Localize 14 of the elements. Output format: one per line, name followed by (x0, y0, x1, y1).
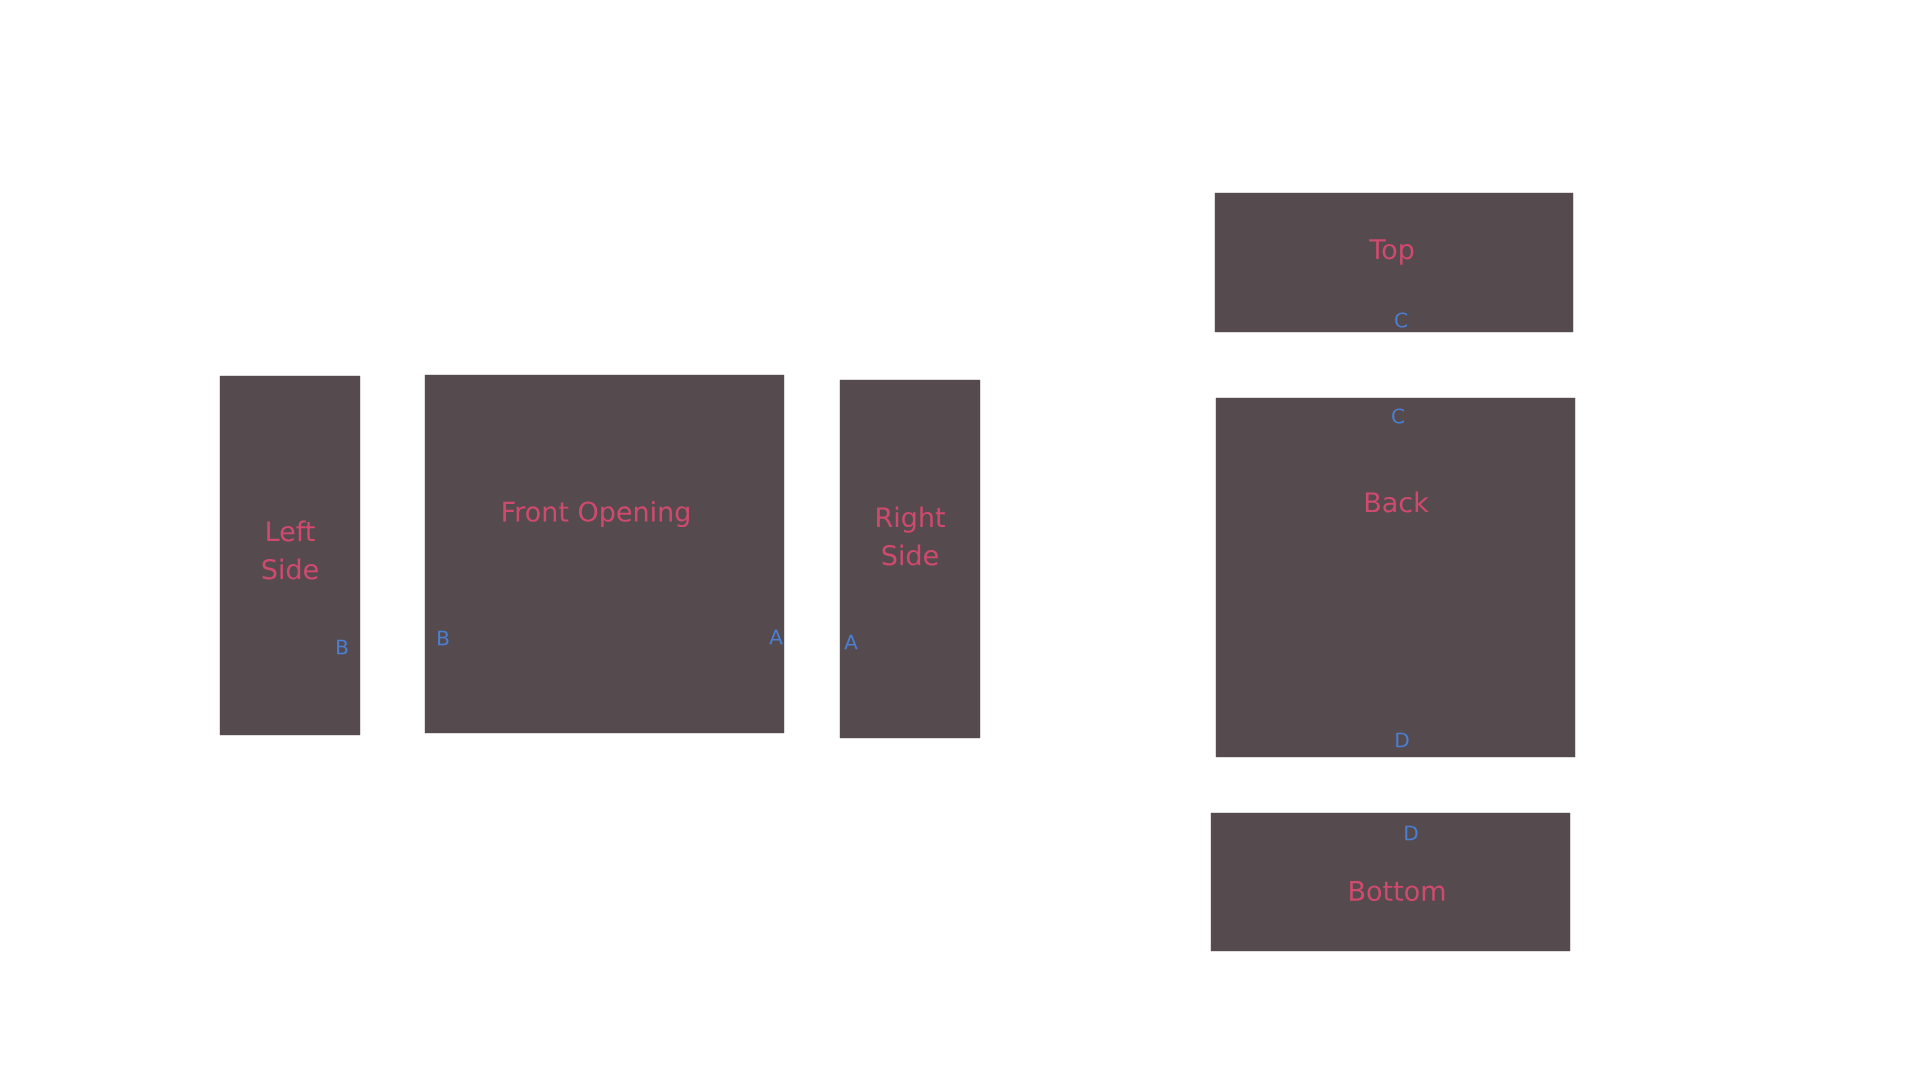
panel-label: Left Side (262, 520, 318, 580)
joint-letter: B (438, 630, 449, 646)
panel-label: Front Opening (503, 500, 689, 528)
joint-letter: C (1395, 312, 1407, 328)
joint-letter: B (337, 639, 348, 655)
panel-label: Back (1365, 491, 1429, 513)
panel-label: Bottom (1350, 881, 1445, 902)
joint-letter: D (1396, 732, 1409, 748)
joint-letter: C (1392, 408, 1404, 424)
panel-label: Right Side (877, 506, 945, 566)
panel-label: Top (1369, 239, 1414, 265)
joint-letter: A (844, 634, 858, 650)
joint-letter: D (1405, 825, 1418, 841)
joint-letter: A (769, 629, 783, 645)
